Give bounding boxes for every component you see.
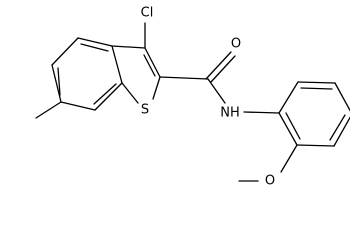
bond [144, 47, 161, 78]
bond-carbonyl [210, 55, 236, 83]
bond [51, 37, 79, 66]
bond [152, 76, 161, 100]
carbonyl-oxygen-label: O [231, 37, 241, 52]
bond [207, 78, 226, 104]
bond [121, 82, 139, 104]
bond [60, 101, 96, 111]
bond [111, 45, 123, 84]
bond [296, 144, 335, 147]
bond-carbonyl [205, 51, 232, 80]
bond [334, 82, 350, 112]
bond [77, 37, 113, 47]
bond-inner [93, 83, 117, 105]
sulfur-label: S [141, 103, 149, 118]
bond-inner [143, 54, 156, 77]
bond [243, 111, 280, 114]
bond [278, 81, 299, 114]
bond [159, 76, 209, 80]
bond-inner [300, 87, 333, 90]
methoxy-oxygen-label: O [265, 174, 275, 189]
bond [94, 82, 123, 111]
bond-methoxy [280, 144, 298, 173]
bond [333, 116, 350, 147]
bond-methyl [35, 101, 62, 119]
bond-inner [285, 112, 301, 140]
chlorine-label: Cl [141, 6, 154, 21]
bond-inner [57, 67, 61, 96]
bond [111, 45, 146, 49]
bond-inner [80, 43, 109, 52]
bond [51, 64, 62, 103]
structure-diagram: Cl O S NH O [35, 6, 350, 189]
bond-inner [329, 114, 346, 141]
bond [278, 112, 298, 146]
bond [297, 81, 336, 84]
amide-nh-label: NH [220, 106, 240, 121]
molecule-canvas: Cl O S NH O [35, 6, 350, 189]
